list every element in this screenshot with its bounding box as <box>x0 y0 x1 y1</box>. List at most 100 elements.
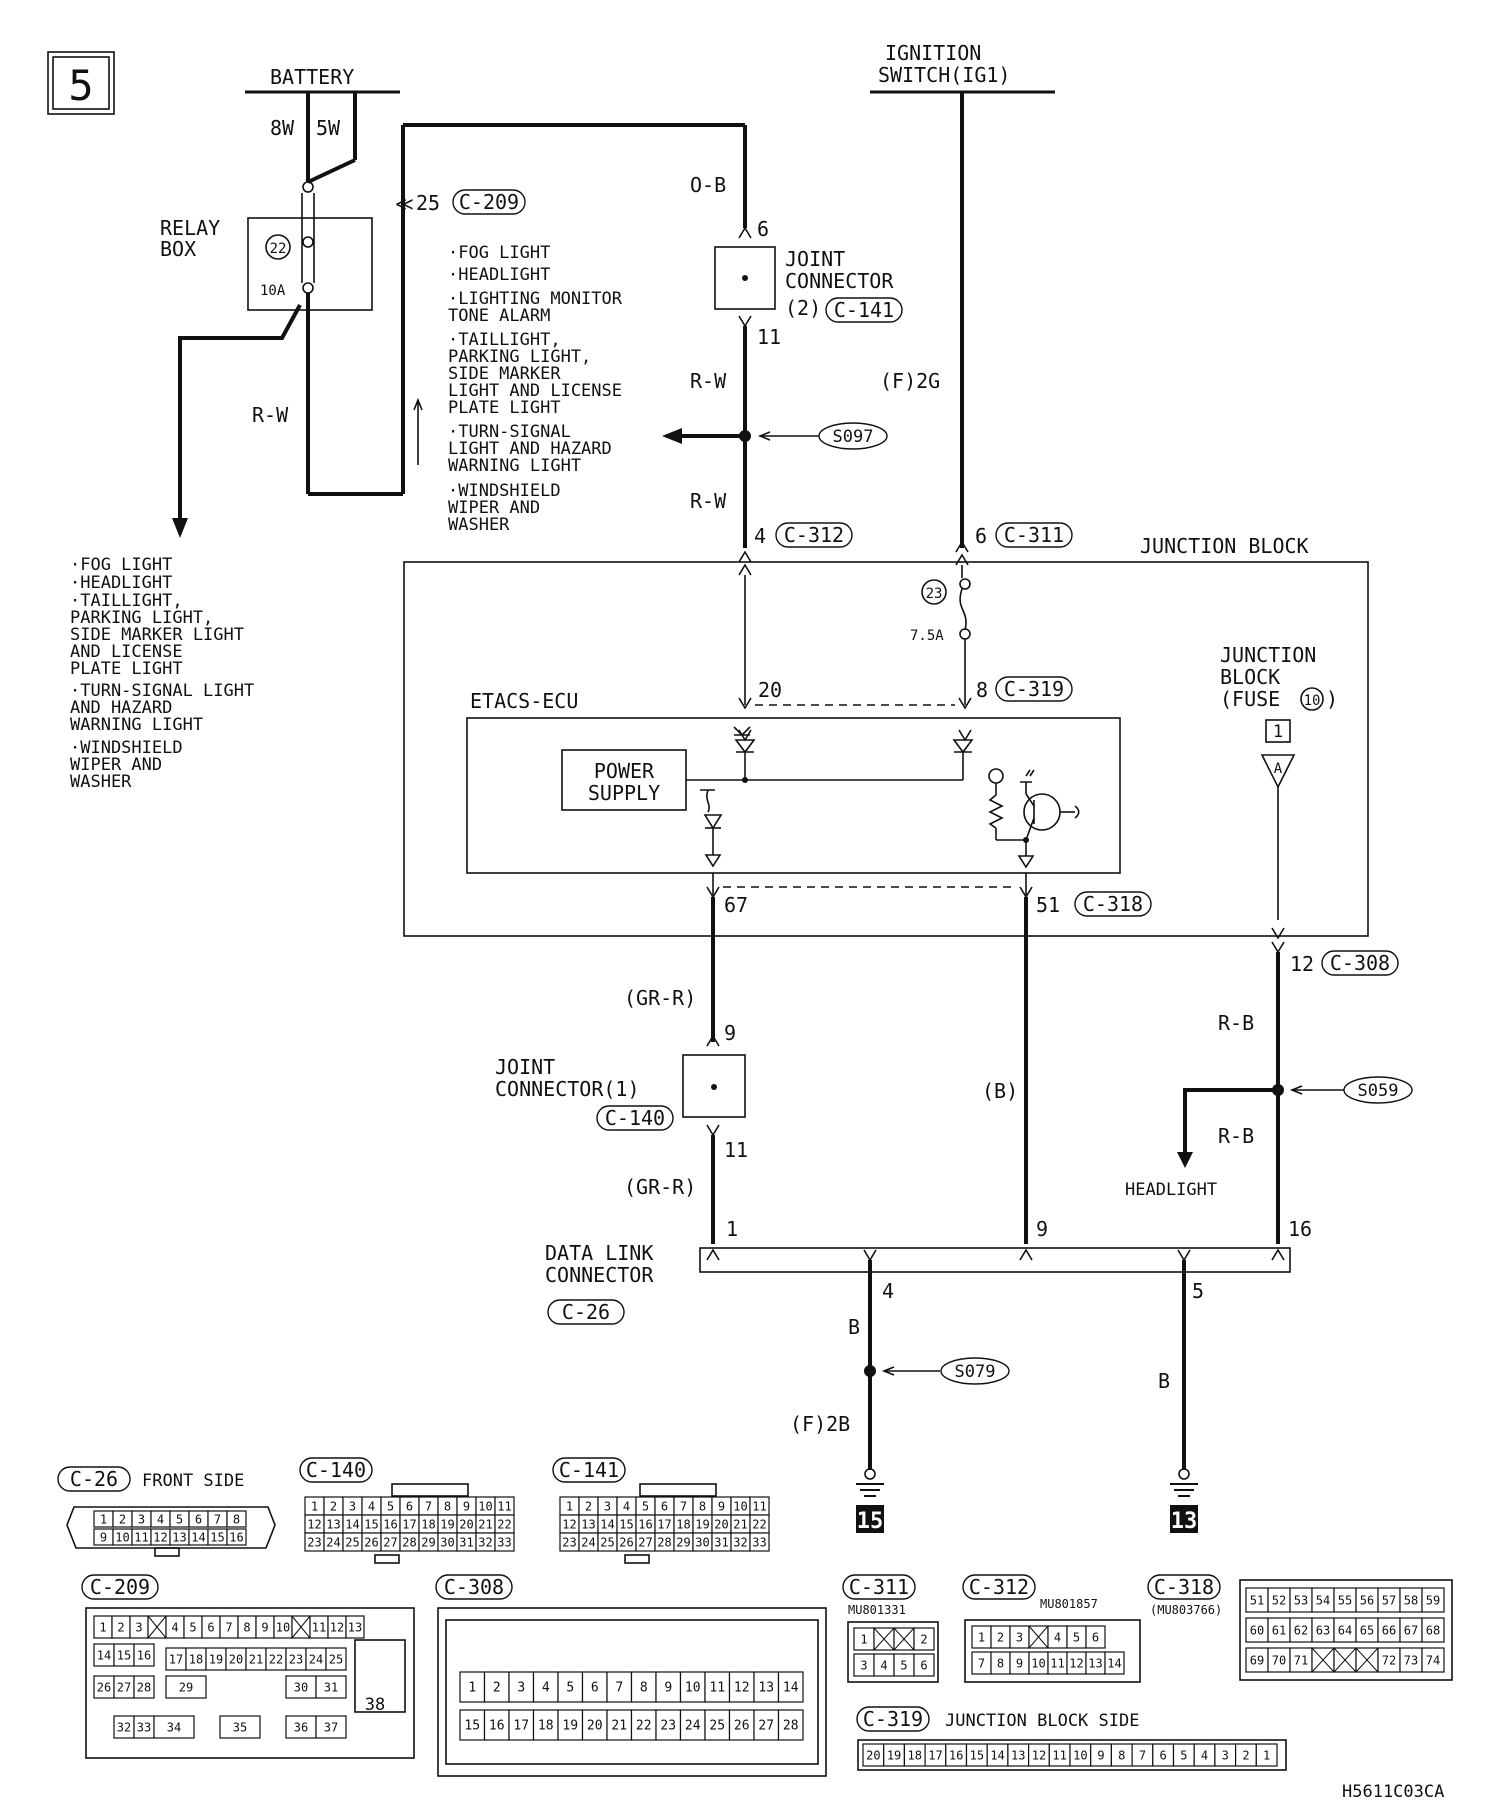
pin-number: 29 <box>179 1680 193 1694</box>
wire-rw-1: R-W <box>690 369 727 393</box>
pin-number: 18 <box>908 1748 922 1762</box>
pin-number: 23 <box>289 1652 303 1666</box>
pin-number: 5 <box>189 1620 196 1634</box>
pin-number: 8 <box>640 1681 648 1696</box>
pin-cell <box>749 1532 770 1552</box>
pin-cell <box>133 1643 155 1667</box>
left-load-list: ·FOG LIGHT ·HEADLIGHT ·TAILLIGHT, PARKIN… <box>70 555 254 792</box>
pin-number: 1 <box>978 1630 985 1644</box>
c311-pin: 6 <box>975 524 987 548</box>
pin-number: 63 <box>1316 1623 1330 1637</box>
pin-number: 54 <box>1316 1593 1330 1607</box>
wire-b-left: B <box>848 1315 860 1339</box>
svg-text:≪: ≪ <box>395 194 414 215</box>
pin-number: 16 <box>229 1530 243 1544</box>
pin-number: 10 <box>1073 1748 1087 1762</box>
pin-number: 12 <box>153 1530 167 1544</box>
pin-number: 29 <box>421 1535 435 1549</box>
mid-list-4-1: LIGHT AND HAZARD <box>448 439 612 459</box>
fuse-22-number: 22 <box>270 241 287 257</box>
pin-cell <box>532 1671 559 1703</box>
pin-number: 4 <box>623 1499 630 1513</box>
pin-number: 16 <box>137 1648 151 1662</box>
pin-number: 12 <box>734 1681 750 1696</box>
pin-number: 17 <box>402 1517 416 1531</box>
pin-number: 60 <box>1250 1623 1264 1637</box>
pin-cell <box>704 1671 731 1703</box>
left-list-2-4: PLATE LIGHT <box>70 659 183 679</box>
pin-number: 8 <box>233 1512 240 1526</box>
pin-number: 73 <box>1404 1653 1418 1667</box>
pin-cell <box>1421 1647 1445 1673</box>
wire-f2g: (F)2G <box>880 369 940 393</box>
wire-rw-2: R-W <box>690 489 727 513</box>
pin-number: 27 <box>638 1535 652 1549</box>
wire-8w: 8W <box>270 116 295 140</box>
pin-number: 13 <box>1088 1656 1102 1670</box>
pin-number: 24 <box>685 1719 701 1734</box>
ignition-label-1: IGNITION <box>885 41 981 65</box>
joint2-label-1: JOINT <box>785 247 845 271</box>
junction-block-label: JUNCTION BLOCK <box>1140 534 1309 558</box>
pin-cell <box>728 1671 755 1703</box>
pin-number: 1 <box>100 1512 107 1526</box>
c209-id: C-209 <box>459 190 519 214</box>
ground-15-number: 15 <box>857 1509 884 1534</box>
pin-number: 20 <box>587 1719 603 1734</box>
wire-f2b: (F)2B <box>790 1412 850 1436</box>
joint-connector-2 <box>714 246 776 310</box>
power-supply-label-1: POWER <box>594 759 655 783</box>
pin-number: 19 <box>695 1517 709 1531</box>
pin-number: 20 <box>459 1517 473 1531</box>
pin-number: 14 <box>345 1517 359 1531</box>
jb-fuse-number: 10 <box>1304 693 1321 709</box>
pin-number: 51 <box>1250 1593 1264 1607</box>
pin-number: 13 <box>758 1681 774 1696</box>
pin-number: 2 <box>997 1630 1004 1644</box>
pin-number: 24 <box>309 1652 323 1666</box>
pin-number: 18 <box>538 1719 554 1734</box>
pin-number: 33 <box>752 1535 766 1549</box>
pin-number: 17 <box>169 1652 183 1666</box>
etacs-ecu <box>466 717 1121 874</box>
pin-cell <box>459 1709 486 1741</box>
pin-number: 21 <box>733 1517 747 1531</box>
left-list-2-0: ·TAILLIGHT, <box>70 591 183 611</box>
pin-number: 5 <box>642 1499 649 1513</box>
pin-number: 7 <box>425 1499 432 1513</box>
pin-number: 7 <box>978 1656 985 1670</box>
page-number-box: 5 <box>47 51 115 115</box>
pin-number: 5 <box>387 1499 394 1513</box>
splice-s097: S097 <box>833 427 874 447</box>
pin-number: 1 <box>468 1681 476 1696</box>
pin-number: 9 <box>463 1499 470 1513</box>
pin-number: 5 <box>1073 1630 1080 1644</box>
pin-number: 6 <box>661 1499 668 1513</box>
pin-number: 10 <box>685 1681 701 1696</box>
pin-number: 26 <box>364 1535 378 1549</box>
pin-number: 4 <box>368 1499 375 1513</box>
pin-number: 6 <box>1160 1748 1167 1762</box>
pin-number: 8 <box>997 1656 1004 1670</box>
pin-number: 3 <box>517 1681 525 1696</box>
pin-number: 33 <box>137 1720 151 1734</box>
pin-cell <box>508 1671 535 1703</box>
c318-pin-67: 67 <box>724 893 748 917</box>
pin-number: 34 <box>167 1720 181 1734</box>
pin-number: 14 <box>191 1530 205 1544</box>
pin-number: 32 <box>478 1535 492 1549</box>
jb-fuse-tri: A <box>1274 761 1283 777</box>
pin-number: 37 <box>324 1720 338 1734</box>
pin-number: 26 <box>734 1719 750 1734</box>
dlc-pin-5: 5 <box>1192 1279 1204 1303</box>
jb-fuse-label-1: JUNCTION <box>1220 643 1316 667</box>
mid-list-5-0: ·WINDSHIELD <box>448 481 561 501</box>
pin-number: 68 <box>1426 1623 1440 1637</box>
pin-number: 64 <box>1338 1623 1352 1637</box>
wire-b-mid: (B) <box>982 1079 1018 1103</box>
